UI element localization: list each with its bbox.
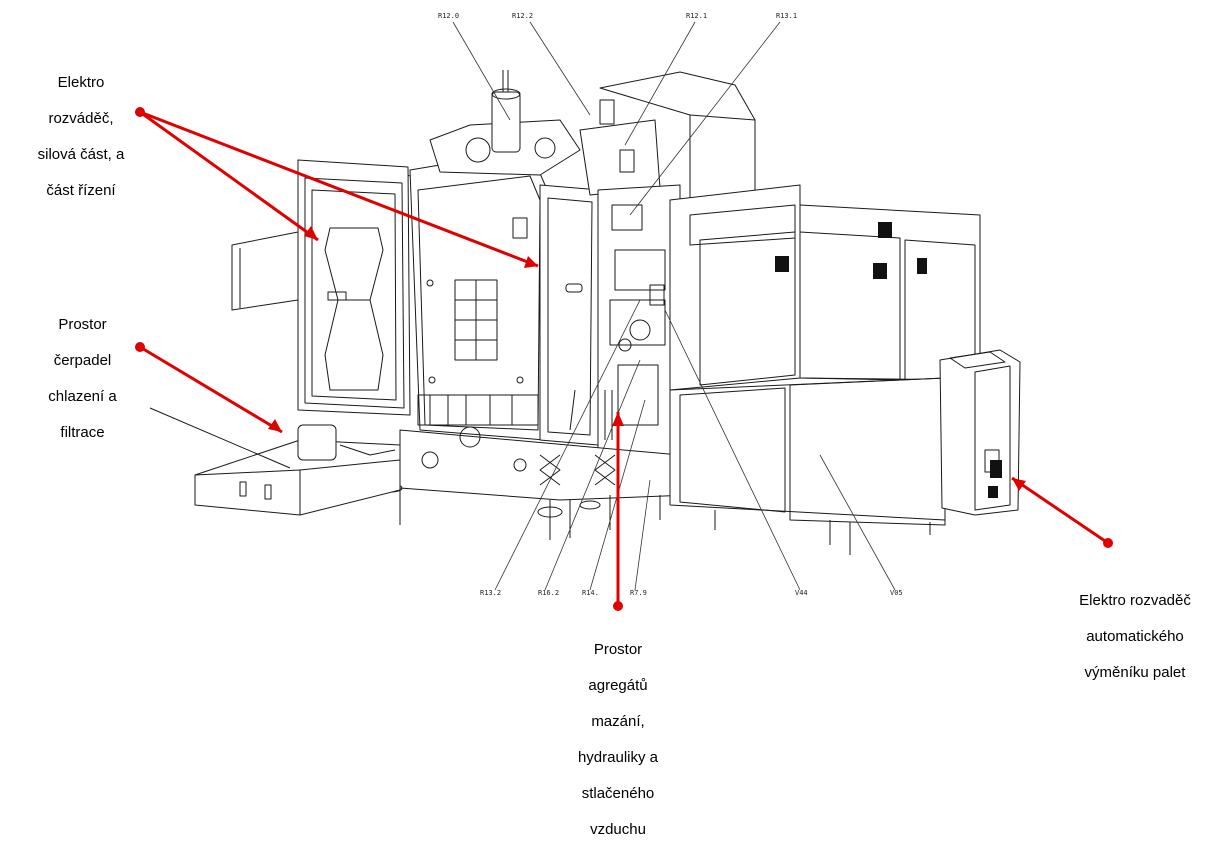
callout-line: automatického <box>1086 628 1184 645</box>
callout-line: vzduchu <box>590 821 646 838</box>
vent-squares <box>775 222 1002 498</box>
callout-line: stlačeného <box>581 785 655 802</box>
dot-pumps <box>135 342 145 352</box>
leader-pallet <box>1011 476 1109 545</box>
red-dots <box>135 107 1113 611</box>
aggregates-compartment <box>597 184 681 456</box>
ref-label-v05: V05 <box>890 589 903 597</box>
callout-pallet-changer-cabinet: Elektro rozvaděč automatického výměníku … <box>1060 574 1210 700</box>
middle-door <box>539 184 601 446</box>
left-cabinet-door <box>297 159 421 416</box>
callout-line: mazání, <box>591 713 645 730</box>
ref-label-r16-2: R16.2 <box>538 589 559 597</box>
pallet-changer-cabinet <box>939 349 1021 516</box>
callout-line: chlazení a <box>48 388 117 405</box>
ref-label-r12-1: R12.1 <box>686 12 707 20</box>
callout-line: výměníku palet <box>1084 664 1186 681</box>
ref-label-r12-2: R12.2 <box>512 12 533 20</box>
callout-pumps-space: Prostor čerpadel chlazení a filtrace <box>30 298 135 460</box>
leader-cabinet-right <box>139 110 539 268</box>
callout-line: čerpadel <box>53 352 112 369</box>
machine-body <box>409 149 546 441</box>
ref-label-v44: V44 <box>795 589 808 597</box>
dot-pallet <box>1103 538 1113 548</box>
callout-line: Prostor <box>593 641 643 658</box>
red-arrowheads <box>268 226 1026 491</box>
reference-leaders <box>452 21 896 591</box>
machine-diagram: R12.0 R12.2 R12.1 R13.1 R13.2 R16.2 R14.… <box>22 12 1210 838</box>
callout-line: Elektro rozvaděč <box>1079 592 1191 609</box>
callout-line: Prostor <box>58 316 107 333</box>
red-leaders <box>139 110 1109 606</box>
callout-line: část řízení <box>46 182 116 199</box>
dot-cabinet <box>135 107 145 117</box>
leader-pumps <box>139 345 283 434</box>
callout-electro-cabinet: Elektro rozváděč, silová část, a část ří… <box>22 56 140 218</box>
reference-labels: R12.0 R12.2 R12.1 R13.1 R13.2 R16.2 R14.… <box>438 12 903 597</box>
callout-aggregates-space: Prostor agregátů mazání, hydrauliky a st… <box>568 623 668 857</box>
machine-drawing: R12.0 R12.2 R12.1 R13.1 R13.2 R16.2 R14.… <box>135 12 1113 611</box>
side-box <box>231 231 299 311</box>
callout-line: Elektro <box>57 74 105 91</box>
ref-label-r13-2: R13.2 <box>480 589 501 597</box>
callout-line: filtrace <box>60 424 105 441</box>
callout-line: silová část, a <box>37 146 125 163</box>
ref-label-r7-9: R7.9 <box>630 589 647 597</box>
dot-aggregates <box>613 601 623 611</box>
ref-label-r14: R14. <box>582 589 599 597</box>
top-hood <box>579 71 756 201</box>
callout-line: rozváděč, <box>48 110 114 127</box>
ref-label-r12-0: R12.0 <box>438 12 459 20</box>
enclosure <box>669 184 981 555</box>
leader-cabinet-left <box>139 110 319 242</box>
coolant-tank <box>149 407 401 516</box>
ref-label-r13-1: R13.1 <box>776 12 797 20</box>
spindle-head <box>429 70 581 176</box>
callout-line: agregátů <box>588 677 648 694</box>
